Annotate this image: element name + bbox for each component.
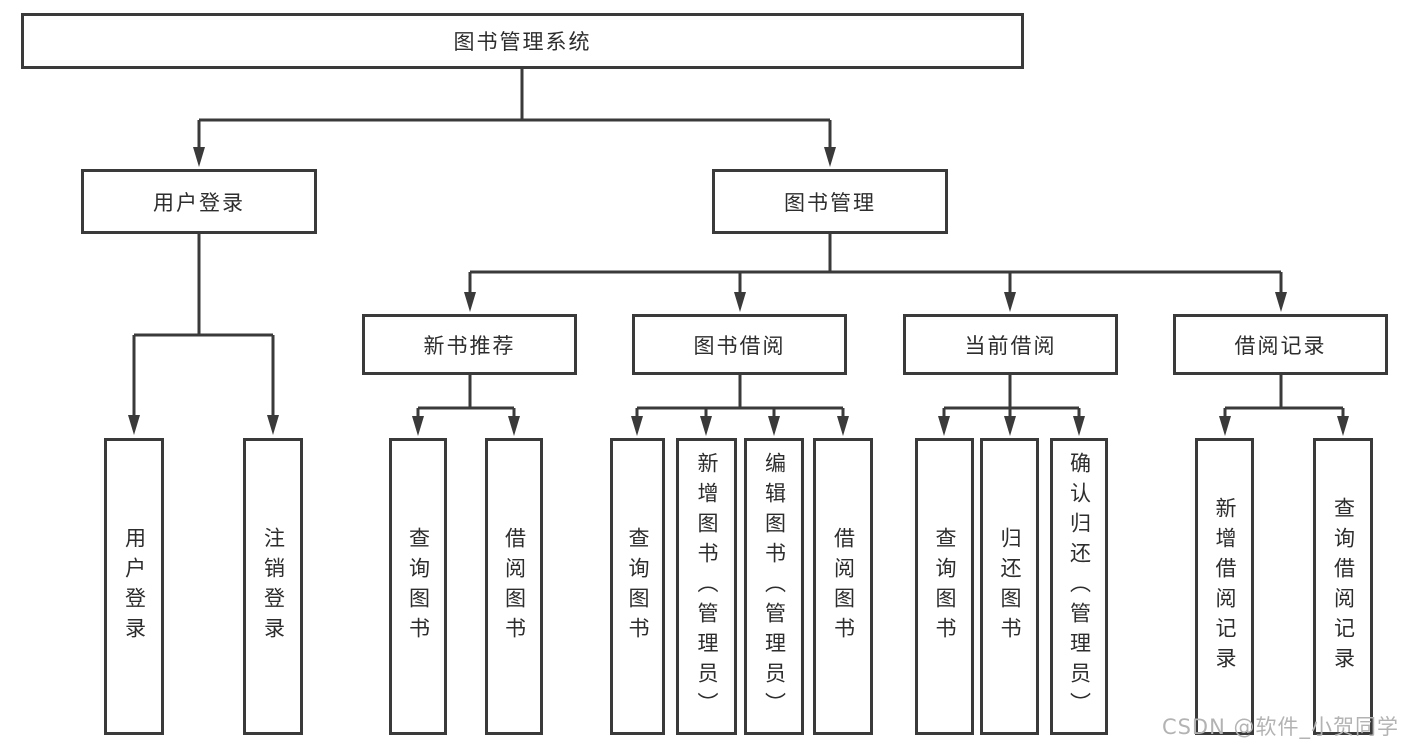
leaf-borrow-books-recommend: 借阅图书: [485, 438, 543, 735]
node-user-login: 用户登录: [81, 169, 317, 234]
node-library-management-system: 图书管理系统: [21, 13, 1024, 69]
leaf-query-books-borrowing: 查询图书: [610, 438, 665, 735]
connector-new-rec-to-leaves: [412, 375, 520, 436]
leaf-query-books-current: 查询图书: [915, 438, 974, 735]
connector-current-to-leaves: [938, 375, 1085, 436]
leaf-user-login: 用户登录: [104, 438, 164, 735]
leaf-borrow-books: 借阅图书: [813, 438, 873, 735]
leaf-add-books-admin: 新增图书（管理员）: [676, 438, 737, 735]
leaf-confirm-return-admin: 确认归还（管理员）: [1050, 438, 1108, 735]
leaf-query-borrowing-record: 查询借阅记录: [1313, 438, 1373, 735]
connector-records-to-leaves: [1219, 375, 1349, 436]
leaf-add-borrowing-record: 新增借阅记录: [1195, 438, 1254, 735]
connector-borrowing-to-leaves: [631, 375, 849, 436]
node-book-management: 图书管理: [712, 169, 948, 234]
leaf-edit-books-admin: 编辑图书（管理员）: [744, 438, 804, 735]
connector-book-mgmt-to-level2: [464, 234, 1287, 312]
leaf-return-books: 归还图书: [980, 438, 1039, 735]
node-borrowing-records: 借阅记录: [1173, 314, 1388, 375]
node-book-borrowing: 图书借阅: [632, 314, 847, 375]
node-current-borrowing: 当前借阅: [903, 314, 1118, 375]
connector-root-to-level1: [193, 69, 836, 167]
connector-user-login-to-leaves: [128, 234, 279, 435]
node-new-book-recommendation: 新书推荐: [362, 314, 577, 375]
csdn-watermark: CSDN @软件_小贺同学: [1161, 715, 1399, 739]
leaf-logout: 注销登录: [243, 438, 303, 735]
leaf-query-books-recommend: 查询图书: [389, 438, 447, 735]
